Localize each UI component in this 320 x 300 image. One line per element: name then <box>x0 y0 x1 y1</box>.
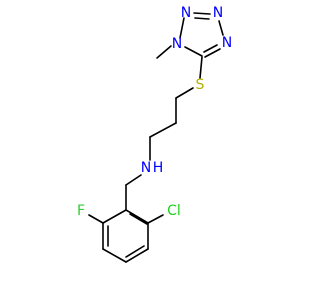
bond-c2-c3 <box>149 122 177 138</box>
atom-amine-h: H <box>153 160 164 176</box>
atom-chlorine: Cl <box>167 203 181 219</box>
bond-c5-s <box>199 56 203 79</box>
bond-n4-c5-double <box>203 44 218 53</box>
molecule-structure: N N N N S N H F Cl <box>77 5 232 263</box>
bond-n1-c5 <box>184 46 203 57</box>
bond-n1-n2 <box>179 17 185 39</box>
bond-s-c1 <box>175 87 194 99</box>
atom-n1: N <box>172 36 182 52</box>
tetrazole-ring <box>156 12 224 59</box>
atom-sulfur: S <box>196 77 205 93</box>
bond-n-ch2 <box>125 174 142 186</box>
bond-r4-r5 <box>102 248 127 263</box>
benzene-ring <box>88 184 164 263</box>
propyl-thio-chain <box>125 56 203 186</box>
bond-n2-n3 <box>193 12 211 15</box>
bond-r6-r1 <box>102 209 127 224</box>
atom-n2: N <box>181 5 191 21</box>
atom-n3: N <box>213 5 223 21</box>
atom-labels: N N N N S N H F Cl <box>77 5 232 219</box>
bond-n2-n3-double <box>194 17 210 20</box>
bond-r3-r4-double <box>125 245 145 258</box>
atom-n4: N <box>222 35 232 51</box>
bond-r3-r4 <box>125 248 149 263</box>
bond-r1-r2-double <box>129 213 148 225</box>
bond-r6-f <box>88 214 104 224</box>
bond-n3-n4 <box>218 20 224 36</box>
bond-r2-cl <box>147 214 164 224</box>
bond-n4-c5 <box>204 48 221 58</box>
bond-r1-r2 <box>125 209 149 224</box>
bond-n1-methyl <box>156 45 172 59</box>
atom-fluorine: F <box>77 203 85 219</box>
atom-amine-n: N <box>141 160 151 176</box>
